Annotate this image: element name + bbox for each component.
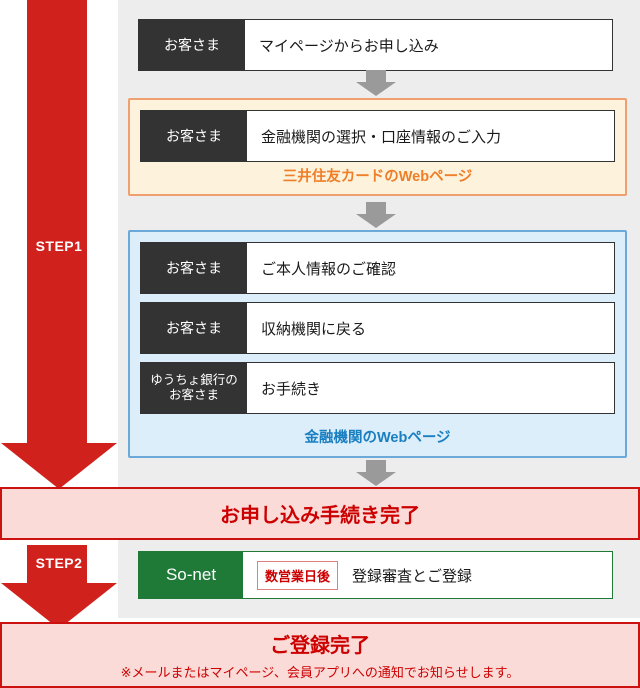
connector-arrow-down-icon-2 xyxy=(356,202,396,228)
connector-head xyxy=(356,82,396,96)
sonet-brand-label: So-net xyxy=(139,552,243,598)
sonet-timing-badge: 数営業日後 xyxy=(257,560,339,590)
desc-sonet: 登録審査とご登録 xyxy=(352,567,473,585)
step2-arrow-head-icon xyxy=(1,583,117,629)
flow-row-mypage: お客さま マイページからお申し込み xyxy=(138,19,613,71)
step1-arrow: STEP1 xyxy=(0,0,118,490)
banner-registration-complete: ご登録完了 ※メールまたはマイページ、会員アプリへの通知でお知らせします。 xyxy=(0,622,640,688)
actor-label-return: お客さま xyxy=(141,303,247,353)
flow-row-return: お客さま 収納機関に戻る xyxy=(140,302,615,354)
desc-mypage: マイページからお申し込み xyxy=(259,37,439,55)
connector-head xyxy=(356,472,396,486)
actor-label-identity: お客さま xyxy=(141,243,247,293)
section-smcc-webpage: お客さま 金融機関の選択・口座情報のご入力 三井住友カードのWebページ xyxy=(128,98,627,196)
banner-registration-complete-title: ご登録完了 xyxy=(270,635,370,657)
section-label-smcc: 三井住友カードのWebページ xyxy=(282,169,473,185)
connector-arrow-down-icon-1 xyxy=(356,70,396,96)
flow-row-jp-bank: ゆうちょ銀行の お客さま お手続き xyxy=(140,362,615,414)
section-label-bank: 金融機関のWebページ xyxy=(304,430,451,446)
desc-bank-select: 金融機関の選択・口座情報のご入力 xyxy=(261,128,502,146)
actor-label-mypage: お客さま xyxy=(139,20,245,70)
banner-application-complete: お申し込み手続き完了 xyxy=(0,487,640,540)
connector-arrow-down-icon-3 xyxy=(356,460,396,486)
step1-label: STEP1 xyxy=(35,238,83,254)
flow-row-sonet: So-net 数営業日後 登録審査とご登録 xyxy=(138,551,613,599)
section-bank-webpage: お客さま ご本人情報のご確認 お客さま 収納機関に戻る ゆうちょ銀行の お客さま… xyxy=(128,230,627,458)
desc-identity: ご本人情報のご確認 xyxy=(261,260,397,278)
step1-arrow-head-icon xyxy=(1,443,117,489)
actor-label-jp-bank: ゆうちょ銀行の お客さま xyxy=(141,363,247,413)
actor-label-jp-bank-line1: ゆうちょ銀行の xyxy=(150,373,238,387)
banner-registration-complete-note: ※メールまたはマイページ、会員アプリへの通知でお知らせします。 xyxy=(120,665,520,680)
flow-row-identity: お客さま ご本人情報のご確認 xyxy=(140,242,615,294)
actor-label-jp-bank-line2: お客さま xyxy=(168,388,219,402)
connector-shaft xyxy=(366,460,386,472)
connector-shaft xyxy=(366,202,386,214)
flow-row-bank-select: お客さま 金融機関の選択・口座情報のご入力 xyxy=(140,110,615,162)
step2-label: STEP2 xyxy=(35,555,83,571)
step2-arrow-shaft xyxy=(27,545,87,583)
desc-jp-bank: お手続き xyxy=(261,380,322,398)
connector-shaft xyxy=(366,70,386,82)
step1-arrow-shaft xyxy=(27,0,87,443)
desc-return: 収納機関に戻る xyxy=(261,320,367,338)
connector-head xyxy=(356,214,396,228)
actor-label-bank-select: お客さま xyxy=(141,111,247,161)
banner-application-complete-title: お申し込み手続き完了 xyxy=(220,505,420,527)
step2-arrow: STEP2 xyxy=(0,545,118,630)
